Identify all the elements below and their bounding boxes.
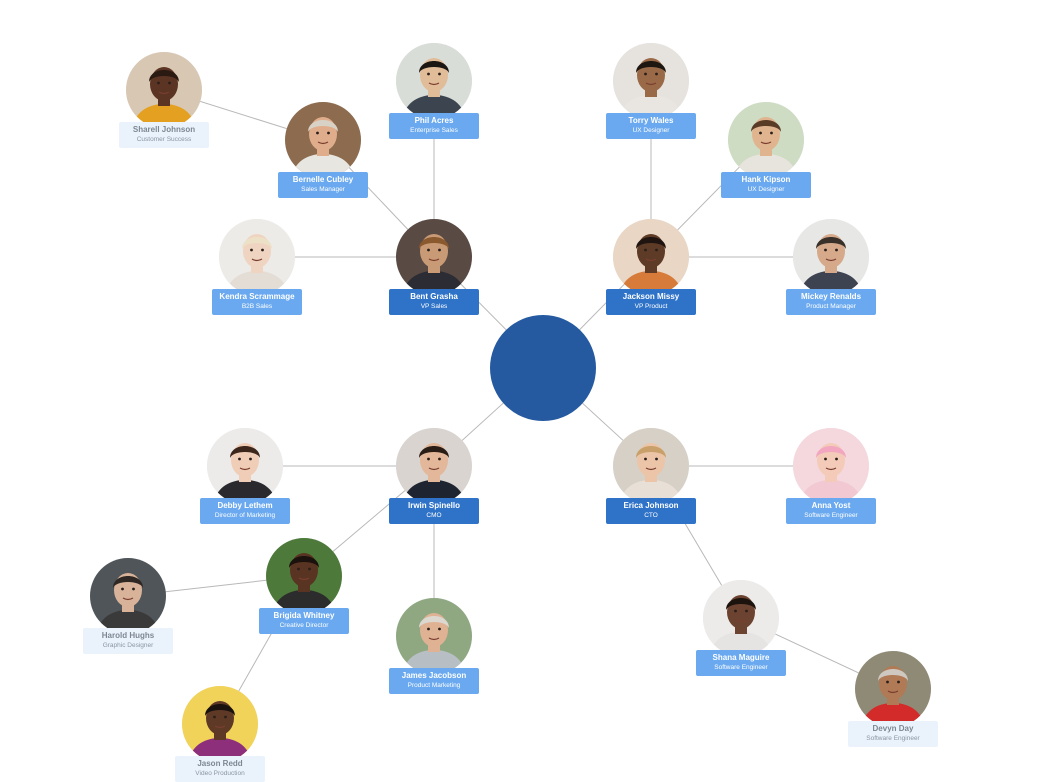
avatar[interactable] [126, 52, 202, 128]
person-role: Video Production [195, 770, 245, 777]
person-name: Bernelle Cubley [292, 175, 354, 184]
person-name: Irwin Spinello [407, 501, 460, 510]
person-role: VP Product [634, 303, 668, 310]
avatar[interactable] [90, 558, 166, 634]
avatar[interactable] [285, 102, 361, 178]
person-name: James Jacobson [401, 671, 467, 680]
person-name: Shana Maguire [712, 653, 770, 662]
avatar[interactable] [703, 580, 779, 656]
avatar[interactable] [793, 428, 869, 504]
name-card[interactable]: Torry Wales UX Designer [606, 113, 696, 139]
person-name: Sharell Johnson [132, 125, 196, 134]
person-role: CTO [644, 512, 658, 519]
person-role: Creative Director [279, 622, 329, 629]
name-card[interactable]: Bent Grasha VP Sales [389, 289, 479, 315]
person-role: Product Marketing [407, 682, 461, 689]
person-name: Torry Wales [628, 116, 674, 125]
person-name: Hank Kipson [741, 175, 791, 184]
person-role: CMO [426, 512, 442, 519]
person-name: Harold Hughs [101, 631, 155, 640]
person-name: Devyn Day [872, 724, 914, 733]
avatar[interactable] [613, 219, 689, 295]
avatar[interactable] [793, 219, 869, 295]
avatar[interactable] [613, 428, 689, 504]
person-role: Software Engineer [866, 735, 920, 742]
name-card[interactable]: Jackson Missy VP Product [606, 289, 696, 315]
person-role: B2B Sales [241, 303, 273, 310]
avatar[interactable] [396, 428, 472, 504]
person-role: Graphic Designer [102, 642, 154, 649]
person-role: VP Sales [420, 303, 448, 310]
person-role: Sales Manager [301, 186, 345, 193]
avatar[interactable] [207, 428, 283, 504]
avatar[interactable] [613, 43, 689, 119]
person-role: Product Manager [806, 303, 856, 310]
person-name: Anna Yost [811, 501, 851, 510]
person-name: Jackson Missy [622, 292, 680, 301]
person-role: UX Designer [632, 127, 670, 134]
person-name: Erica Johnson [623, 501, 679, 510]
person-role: UX Designer [747, 186, 785, 193]
person-name: Mickey Renalds [800, 292, 862, 301]
avatar[interactable] [728, 102, 804, 178]
person-name: Jason Redd [197, 759, 243, 768]
person-role: Software Engineer [714, 664, 768, 671]
person-role: Software Engineer [804, 512, 858, 519]
person-name: Debby Lethem [217, 501, 273, 510]
name-card[interactable]: Hank Kipson UX Designer [721, 172, 811, 198]
avatar[interactable] [182, 686, 258, 762]
avatar[interactable] [855, 651, 931, 727]
avatar[interactable] [396, 219, 472, 295]
person-role: Customer Success [136, 136, 192, 143]
avatar[interactable] [266, 538, 342, 614]
person-name: Bent Grasha [410, 292, 458, 301]
person-name: Brigida Whitney [273, 611, 335, 620]
person-name: Phil Acres [414, 116, 454, 125]
avatar[interactable] [396, 598, 472, 674]
avatar[interactable] [219, 219, 295, 295]
person-role: Director of Marketing [214, 512, 276, 519]
person-role: Enterprise Sales [410, 127, 458, 134]
organization-hub[interactable] [490, 315, 596, 421]
avatar[interactable] [396, 43, 472, 119]
person-name: Kendra Scrammage [219, 292, 295, 301]
